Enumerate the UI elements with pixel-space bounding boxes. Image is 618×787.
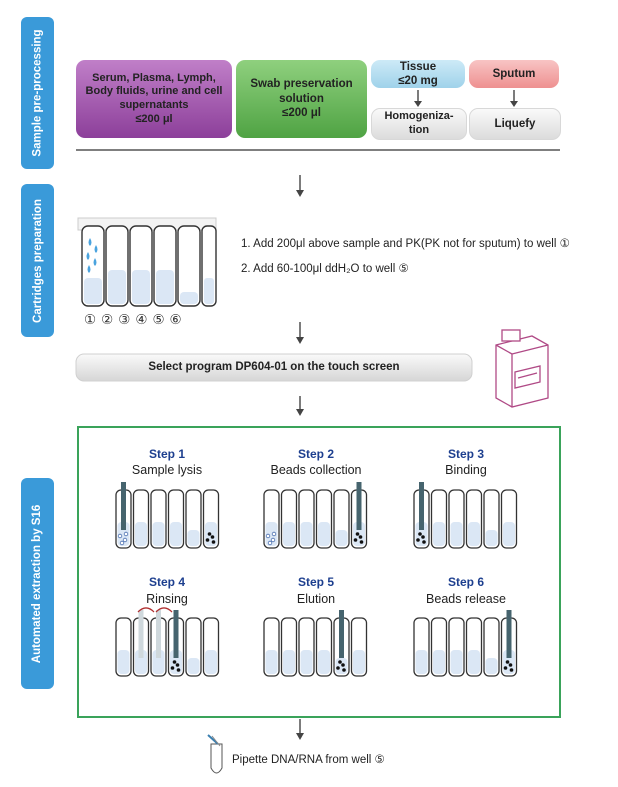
cartridge-instruction-1: 1. Add 200μl above sample and PK(PK not … bbox=[241, 238, 570, 250]
step-6-title: Step 6 bbox=[447, 575, 484, 589]
cartridge-instruction-2: 2. Add 60-100μl ddH₂O to well ⑤ bbox=[241, 263, 409, 275]
step-5-title: Step 5 bbox=[297, 575, 334, 589]
swab-box: Swab preservation solution ≤200 μl bbox=[236, 60, 367, 138]
cartridge-strip-icon bbox=[77, 217, 217, 307]
tube-strip-step-4 bbox=[115, 607, 220, 677]
well-label-3: ③ bbox=[118, 312, 131, 327]
well-label-5: ⑤ bbox=[152, 312, 165, 327]
serum-box: Serum, Plasma, Lymph, Body fluids, urine… bbox=[76, 60, 232, 138]
step-3-name: Binding bbox=[445, 463, 487, 477]
tube-strip-step-3 bbox=[413, 482, 518, 549]
down-arrow-icon bbox=[296, 175, 304, 197]
well-labels: ① ② ③ ④ ⑤ ⑥ bbox=[84, 312, 182, 328]
step-2-name: Beads collection bbox=[270, 463, 362, 477]
tissue-arrow-icon bbox=[414, 90, 422, 107]
step-3-title: Step 3 bbox=[447, 447, 484, 461]
program-bar[interactable]: Select program DP604-01 on the touch scr… bbox=[148, 361, 400, 373]
step-1-name: Sample lysis bbox=[131, 463, 203, 477]
down-arrow-icon bbox=[296, 719, 304, 740]
step-4-name: Rinsing bbox=[146, 592, 188, 606]
pipette-tube-icon bbox=[207, 734, 223, 774]
down-arrow-icon bbox=[296, 322, 304, 344]
tissue-box: Tissue ≤20 mg bbox=[371, 60, 465, 88]
step-2-title: Step 2 bbox=[297, 447, 334, 461]
final-instruction: Pipette DNA/RNA from well ⑤ bbox=[232, 754, 385, 766]
homogenization-box: Homogeniza- tion bbox=[371, 108, 467, 140]
step-4-title: Step 4 bbox=[148, 575, 185, 589]
step-1-title: Step 1 bbox=[148, 447, 185, 461]
tube-strip-step-6 bbox=[413, 610, 518, 677]
tube-strip-step-5 bbox=[263, 610, 368, 677]
section-label-preprocessing: Sample pre-processing bbox=[21, 17, 54, 169]
step-6-name: Beads release bbox=[426, 592, 506, 606]
section-label-cartridges: Cartridges preparation bbox=[21, 184, 54, 337]
tube-strip-step-2 bbox=[263, 482, 368, 549]
sputum-box: Sputum bbox=[469, 60, 559, 88]
section-label-automated: Automated extraction by S16 bbox=[21, 478, 54, 689]
well-label-4: ④ bbox=[135, 312, 148, 327]
well-label-1: ① bbox=[84, 312, 97, 327]
tube-strip-step-1 bbox=[115, 482, 220, 549]
instrument-icon bbox=[495, 329, 549, 408]
sputum-arrow-icon bbox=[510, 90, 518, 107]
well-label-6: ⑥ bbox=[169, 312, 182, 327]
step-5-name: Elution bbox=[296, 592, 336, 606]
down-arrow-icon bbox=[296, 396, 304, 416]
well-label-2: ② bbox=[101, 312, 114, 327]
program-bar-bg bbox=[75, 353, 473, 382]
liquefy-box: Liquefy bbox=[469, 108, 561, 140]
